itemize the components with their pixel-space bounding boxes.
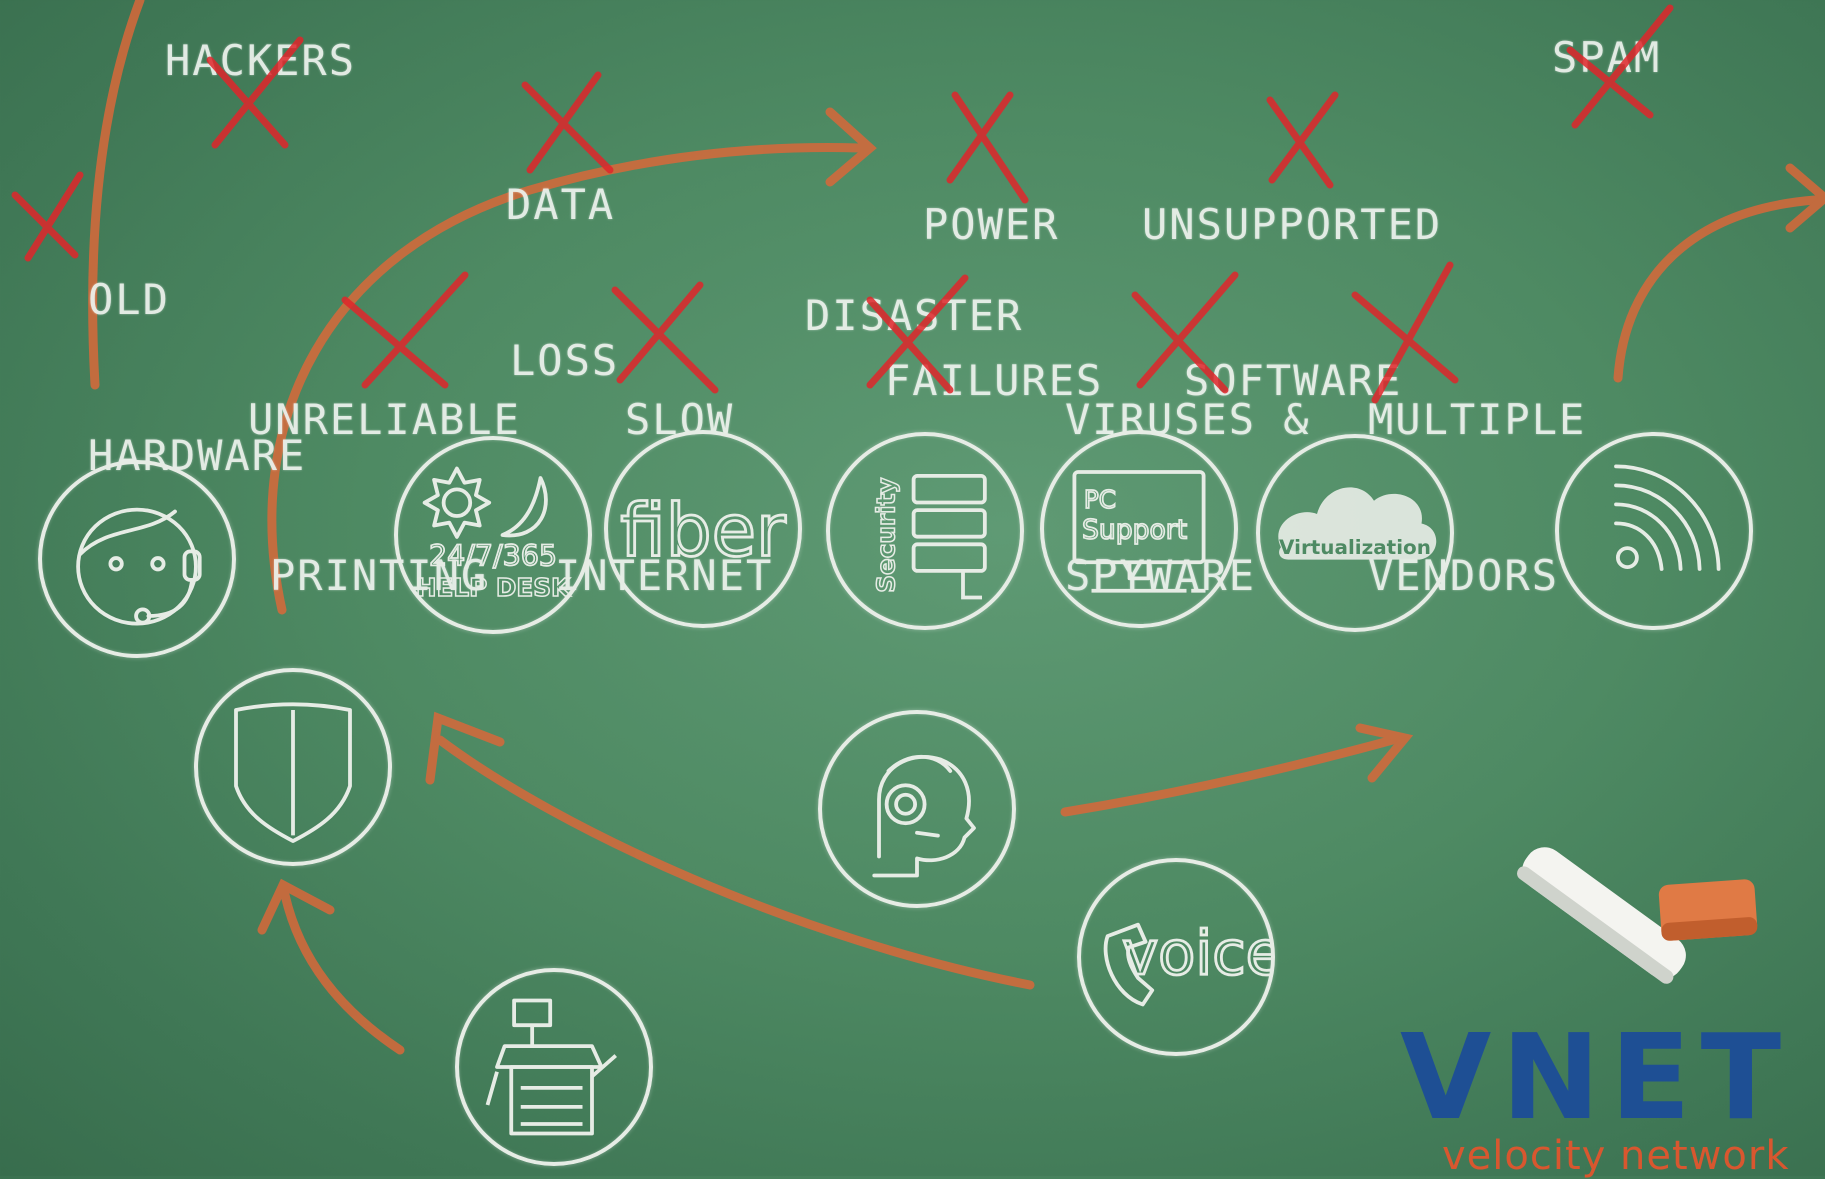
cross-slow-internet-icon bbox=[611, 281, 719, 394]
vnet-logo: VNET bbox=[1400, 1008, 1792, 1146]
cross-unreliable-printing-icon bbox=[341, 271, 469, 389]
arrow-right-up bbox=[1613, 195, 1820, 383]
arrow-top-sweep bbox=[267, 142, 865, 615]
cross-power-failures-icon bbox=[946, 91, 1029, 204]
wifi-icon bbox=[1614, 464, 1721, 571]
headset-icon bbox=[872, 755, 976, 878]
problem-unsupported-software-line1: UNSUPPORTED bbox=[1142, 200, 1443, 249]
fiber-icon: fiber bbox=[619, 488, 788, 575]
arrow-middle-left bbox=[435, 735, 1035, 990]
monitor-icon: PC Support bbox=[1072, 470, 1206, 593]
printer-circle bbox=[455, 968, 653, 1166]
security-circle: Security bbox=[826, 432, 1024, 630]
eraser-icon bbox=[1658, 879, 1758, 941]
support-agent-circle bbox=[38, 460, 236, 658]
vnet-tagline: velocity network bbox=[1442, 1133, 1790, 1179]
server-icon: Security bbox=[871, 474, 987, 600]
helpdesk-circle: 24/7/365 HELP DESK bbox=[394, 436, 592, 634]
problem-power-failures-line1: POWER bbox=[923, 200, 1060, 249]
cross-multiple-vendors-icon bbox=[1351, 261, 1459, 404]
arrow-middle-right-head bbox=[1355, 723, 1414, 783]
arrow-middle-left-head bbox=[425, 711, 505, 785]
sun-moon-icon: 24/7/365 HELP DESK bbox=[415, 466, 572, 603]
cross-unsupported-software-icon bbox=[1266, 91, 1339, 189]
arrow-right-up-head bbox=[1785, 163, 1825, 233]
copier-icon bbox=[485, 998, 618, 1136]
chalk-stick-icon bbox=[1517, 847, 1686, 984]
voice-circle: voice bbox=[1077, 858, 1275, 1056]
phone-icon: voice bbox=[1103, 918, 1271, 1007]
pc-support-line1: PC bbox=[1084, 485, 1116, 514]
cross-data-loss-icon bbox=[521, 71, 614, 174]
problem-power-failures: POWER FAILURES bbox=[885, 95, 1103, 511]
cloud-icon: Virtualization bbox=[1278, 487, 1437, 560]
voice-label: voice bbox=[1122, 919, 1271, 989]
fiber-circle: fiber bbox=[604, 430, 802, 628]
arrow-bottom-up bbox=[280, 890, 405, 1055]
pc-support-line2: Support bbox=[1082, 515, 1187, 546]
shield-circle bbox=[194, 668, 392, 866]
problem-old-hardware: OLD HARDWARE bbox=[88, 170, 306, 586]
arrow-bottom-up-head bbox=[257, 878, 335, 935]
problem-hackers: HACKERS bbox=[165, 36, 357, 85]
support-agent-icon bbox=[76, 507, 202, 626]
wireless-circle bbox=[1555, 432, 1753, 630]
problem-multiple-vendors-line1: MULTIPLE bbox=[1368, 395, 1587, 444]
helpdesk-line1: 24/7/365 bbox=[429, 539, 557, 572]
fiber-label: fiber bbox=[620, 490, 786, 574]
arrow-left-vertical bbox=[88, 0, 145, 390]
problem-data-loss-line2: LOSS bbox=[510, 336, 620, 385]
problem-data-loss-line1: DATA bbox=[506, 180, 616, 229]
problem-data-loss: DATA LOSS bbox=[502, 75, 619, 491]
cross-old-hardware-icon bbox=[11, 171, 84, 262]
cross-hackers-icon bbox=[206, 36, 304, 149]
problem-unreliable-printing-line1: UNRELIABLE bbox=[248, 395, 521, 444]
cross-spam-icon bbox=[1566, 4, 1674, 129]
virtualization-label: Virtualization bbox=[1279, 535, 1431, 559]
headset-circle bbox=[818, 710, 1016, 908]
cross-viruses-spyware-icon bbox=[1131, 271, 1239, 394]
arrow-middle-right bbox=[1060, 733, 1405, 817]
problem-unsupported-software: UNSUPPORTED SOFTWARE bbox=[1142, 95, 1442, 511]
security-label: Security bbox=[872, 477, 901, 592]
shield-icon bbox=[234, 702, 352, 843]
virtualization-circle: Virtualization bbox=[1256, 434, 1454, 632]
pc-support-circle: PC Support bbox=[1040, 430, 1238, 628]
problem-power-failures-line2: FAILURES bbox=[885, 356, 1104, 405]
problem-old-hardware-line1: OLD bbox=[88, 275, 170, 324]
arrow-top-sweep-head bbox=[825, 107, 877, 187]
helpdesk-line2: HELP DESK bbox=[416, 573, 571, 602]
cross-disaster-icon bbox=[866, 274, 969, 394]
